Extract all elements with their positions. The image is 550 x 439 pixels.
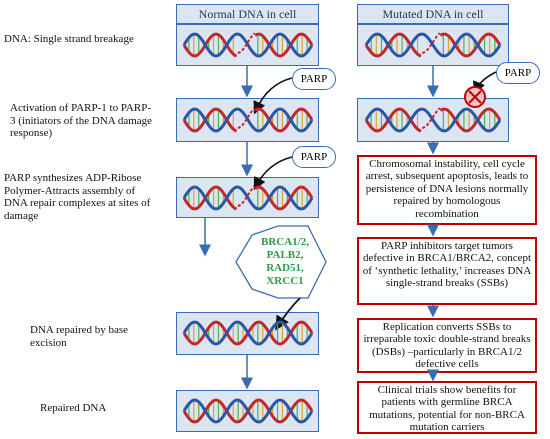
repair-proteins-list: BRCA1/2, PALB2, RAD51, XRCC1 — [248, 236, 322, 288]
step-label-adp-ribose-polymer: PARP synthesizes ADP-Ribose Polymer-Attr… — [4, 172, 151, 222]
normal-helix-1 — [182, 32, 314, 58]
protein-brca: BRCA1/2, — [261, 236, 309, 248]
normal-helix-5 — [182, 398, 314, 424]
normal-helix-3 — [182, 185, 314, 211]
mutated-info-box-3: Replication converts SSBs to irreparable… — [357, 318, 537, 373]
step-label-repaired-dna: Repaired DNA — [40, 402, 107, 414]
normal-helix-2 — [182, 107, 314, 133]
mutated-dna-box-2 — [357, 98, 509, 142]
mutated-info-box-2: PARP inhibitors target tumors defective … — [357, 237, 537, 305]
normal-helix-4 — [182, 320, 314, 346]
arrow-parp-normal-2 — [253, 156, 293, 191]
mutated-helix-2 — [364, 107, 502, 133]
step-label-parp-activation: Activation of PARP-1 to PARP-3 (initiato… — [10, 102, 153, 139]
repair-proteins-hexagon — [235, 225, 327, 299]
normal-column-header: Normal DNA in cell — [176, 4, 319, 24]
mutated-helix-1 — [364, 32, 502, 58]
mutated-column-header: Mutated DNA in cell — [357, 4, 509, 24]
mutated-info-box-4: Clinical trials show benefits for patien… — [357, 381, 537, 434]
parp-label-normal-1: PARP — [292, 68, 336, 90]
blocked-parp-icon — [464, 86, 486, 108]
step-label-base-excision: DNA repaired by base excision — [30, 324, 129, 349]
protein-xrcc1: XRCC1 — [266, 275, 304, 287]
mutated-info-box-1: Chromosomal instability, cell cycle arre… — [357, 155, 537, 225]
parp-label-mutated: PARP — [496, 62, 540, 84]
protein-rad51: RAD51, — [266, 262, 304, 274]
parp-label-normal-2: PARP — [292, 146, 336, 168]
protein-palb2: PALB2, — [266, 249, 304, 261]
arrow-parp-normal-1 — [253, 77, 293, 115]
step-label-single-strand-breakage: DNA: Single strand breakage — [4, 33, 134, 45]
